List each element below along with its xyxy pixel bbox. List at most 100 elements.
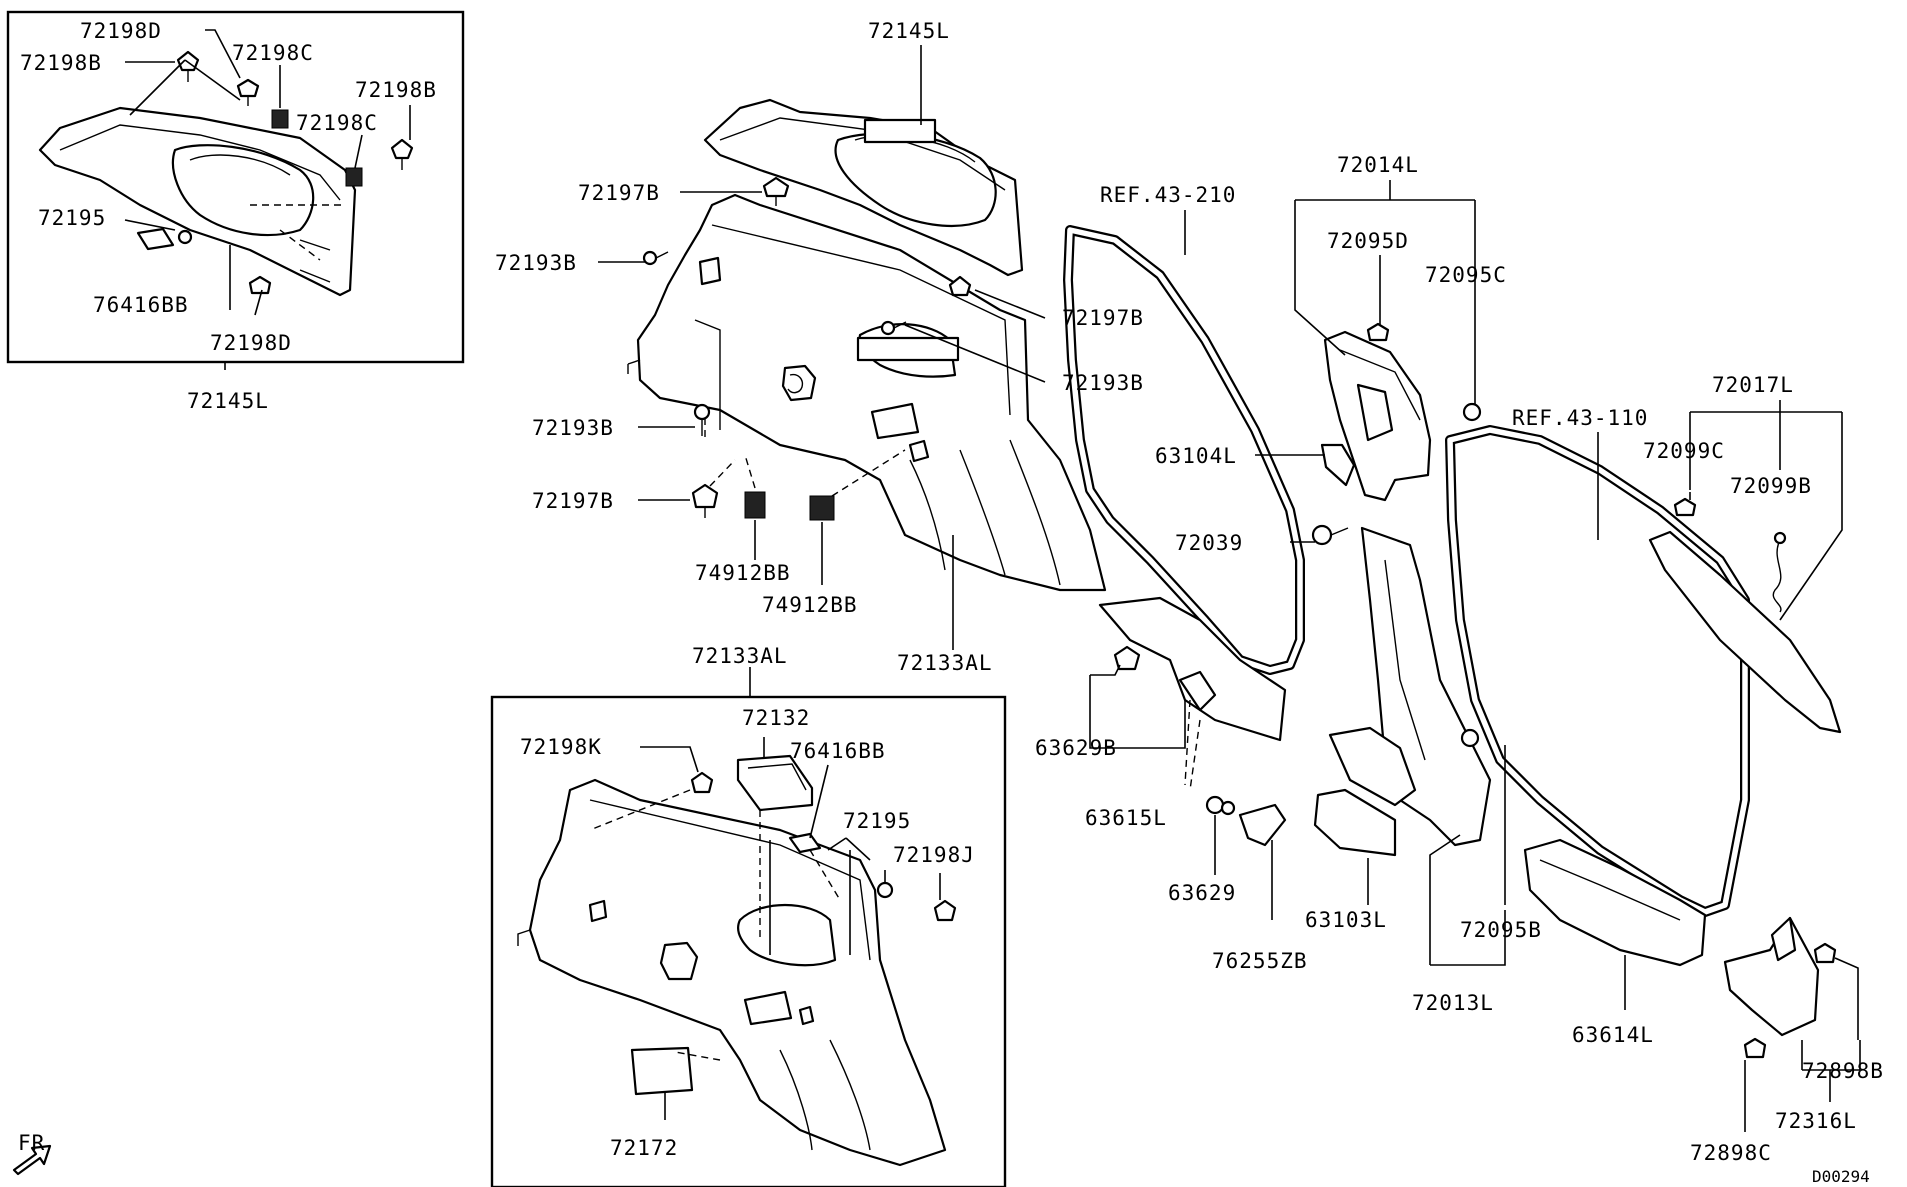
label-74912BB-a: 74912BB <box>695 561 791 585</box>
cable-72099B <box>1772 531 1787 613</box>
screw-72193B-b <box>880 320 907 336</box>
clip-72197B-c <box>691 483 719 518</box>
direction-label: FR <box>18 1131 45 1155</box>
label-72898C: 72898C <box>1690 1141 1772 1165</box>
part-quarter-trim-inset <box>517 778 947 1167</box>
clip-72198K <box>690 771 714 794</box>
clip-63629 <box>1205 795 1236 816</box>
label-72197B-c: 72197B <box>532 489 614 513</box>
door-seal-ref-43-210 <box>1063 225 1305 675</box>
label-72145L-box: 72145L <box>187 389 269 413</box>
insert-76416BB-b <box>788 832 822 854</box>
label-72197B-b: 72197B <box>1062 306 1144 330</box>
label-72898B: 72898B <box>1802 1059 1884 1083</box>
label-72198J: 72198J <box>893 843 975 867</box>
part-72132 <box>736 754 814 812</box>
label-76416BB-b: 76416BB <box>790 739 886 763</box>
clip-72898B <box>1813 942 1837 964</box>
part-63103L <box>1313 788 1397 857</box>
label-72193B-b: 72193B <box>1062 371 1144 395</box>
clip-72198C-a <box>271 109 289 129</box>
label-72193B-a: 72193B <box>495 251 577 275</box>
pad-63104L <box>1320 443 1356 487</box>
label-72095C: 72095C <box>1425 263 1507 287</box>
label-72195-b: 72195 <box>843 809 911 833</box>
label-76416BB-a: 76416BB <box>93 293 189 317</box>
label-72017L: 72017L <box>1712 373 1794 397</box>
clip-72195-a <box>177 229 193 245</box>
label-72095D: 72095D <box>1327 229 1409 253</box>
label-63615L: 63615L <box>1085 806 1167 830</box>
label-72014L: 72014L <box>1337 153 1419 177</box>
leader-lines <box>124 29 1861 1132</box>
retainer-74912BB-b <box>809 495 835 521</box>
cover-72172 <box>630 1046 694 1096</box>
part-step-63615L <box>1098 596 1287 742</box>
part-upper-trim-72145L <box>703 98 1024 277</box>
label-72316L: 72316L <box>1775 1109 1857 1133</box>
insert-76416BB-a <box>136 227 175 251</box>
clip-72095B <box>1460 728 1480 748</box>
label-63629: 63629 <box>1168 881 1236 905</box>
part-labels: 72145L 72197B 72193B 72197B 72193B 72193… <box>18 19 1884 1186</box>
diagram-code: D00294 <box>1812 1167 1870 1186</box>
label-76255ZB: 76255ZB <box>1212 949 1308 973</box>
clip-72197B-b <box>948 275 972 297</box>
label-72195-a: 72195 <box>38 206 106 230</box>
part-lower-pillar-72013L <box>1328 526 1492 847</box>
part-garnish-72017L <box>1648 530 1842 734</box>
label-72099B: 72099B <box>1730 474 1812 498</box>
door-seal-ref-43-110 <box>1445 425 1750 917</box>
label-72039: 72039 <box>1175 531 1243 555</box>
clip-72198B-b <box>390 138 414 170</box>
label-74912BB-b: 74912BB <box>762 593 858 617</box>
label-72198D-a: 72198D <box>80 19 162 43</box>
part-pillar-trim-72014L <box>1323 330 1432 502</box>
label-72133AL-main: 72133AL <box>897 651 993 675</box>
clip-72198D-b <box>248 275 272 295</box>
label-72145L-top: 72145L <box>868 19 950 43</box>
clip-72898C <box>1743 1037 1767 1059</box>
label-72198D-b: 72198D <box>210 331 292 355</box>
inset-box-upper-trim <box>6 10 465 364</box>
clip-72095C <box>1462 402 1482 422</box>
label-63103L: 63103L <box>1305 908 1387 932</box>
bolt-72039 <box>1311 524 1349 546</box>
label-72013L: 72013L <box>1412 991 1494 1015</box>
part-quarter-trim-72133AL <box>627 193 1107 592</box>
part-72316L <box>1723 916 1820 1037</box>
part-scuff-63614L <box>1523 838 1707 967</box>
label-63104L: 63104L <box>1155 444 1237 468</box>
label-72198K: 72198K <box>520 735 602 759</box>
clip-72198C-b <box>345 167 363 187</box>
clip-63629B <box>1113 645 1141 671</box>
clip-72095D <box>1366 322 1390 342</box>
clip-72197B-a <box>762 176 790 206</box>
part-upper-trim-inset <box>38 106 357 297</box>
label-72198B-b: 72198B <box>355 78 437 102</box>
clip-72198D-a <box>236 78 260 106</box>
label-72132: 72132 <box>742 706 810 730</box>
label-72099C: 72099C <box>1643 439 1725 463</box>
front-direction-arrow <box>12 1144 52 1176</box>
label-72095B: 72095B <box>1460 918 1542 942</box>
label-72198C-a: 72198C <box>232 41 314 65</box>
label-63614L: 63614L <box>1572 1023 1654 1047</box>
retainer-74912BB-a <box>744 491 766 519</box>
label-72133AL-box: 72133AL <box>692 644 788 668</box>
clip-72198J <box>933 899 957 922</box>
label-ref-43-210: REF.43-210 <box>1100 183 1236 207</box>
label-72197B-a: 72197B <box>578 181 660 205</box>
label-72193B-c: 72193B <box>532 416 614 440</box>
screw-72193B-a <box>642 250 669 266</box>
screw-72193B-c <box>693 403 711 436</box>
clip-72099C <box>1673 497 1697 517</box>
part-76255ZB <box>1238 803 1287 847</box>
label-72172: 72172 <box>610 1136 678 1160</box>
inset-box-side-trim <box>490 695 1007 1187</box>
label-72198B-a: 72198B <box>20 51 102 75</box>
label-ref-43-110: REF.43-110 <box>1512 406 1648 430</box>
label-72198C-b: 72198C <box>296 111 378 135</box>
clip-72195-b <box>876 881 894 899</box>
